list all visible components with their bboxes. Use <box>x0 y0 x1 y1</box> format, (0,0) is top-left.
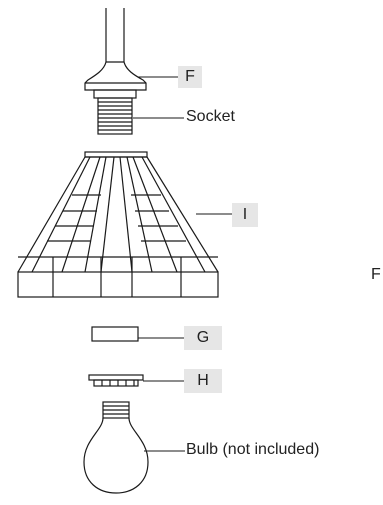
label-socket: Socket <box>186 108 235 125</box>
label-g: G <box>184 326 222 350</box>
label-i-text: I <box>242 206 248 223</box>
label-bulb: Bulb (not included) <box>186 441 320 458</box>
label-g-text: G <box>196 329 210 346</box>
label-h-text: H <box>197 372 209 389</box>
cord <box>105 8 125 62</box>
label-f: F <box>178 66 202 88</box>
lamp-shade-part-i <box>17 151 219 298</box>
label-h: H <box>184 369 222 393</box>
socket <box>93 89 137 135</box>
light-bulb <box>83 401 149 494</box>
label-i: I <box>232 203 258 227</box>
ring-part-g <box>91 326 139 342</box>
nut-part-h <box>88 374 144 387</box>
canopy-part-f <box>84 61 147 91</box>
label-f-right: F <box>371 266 381 283</box>
leader-lines <box>133 76 232 452</box>
label-f-text: F <box>185 68 195 85</box>
